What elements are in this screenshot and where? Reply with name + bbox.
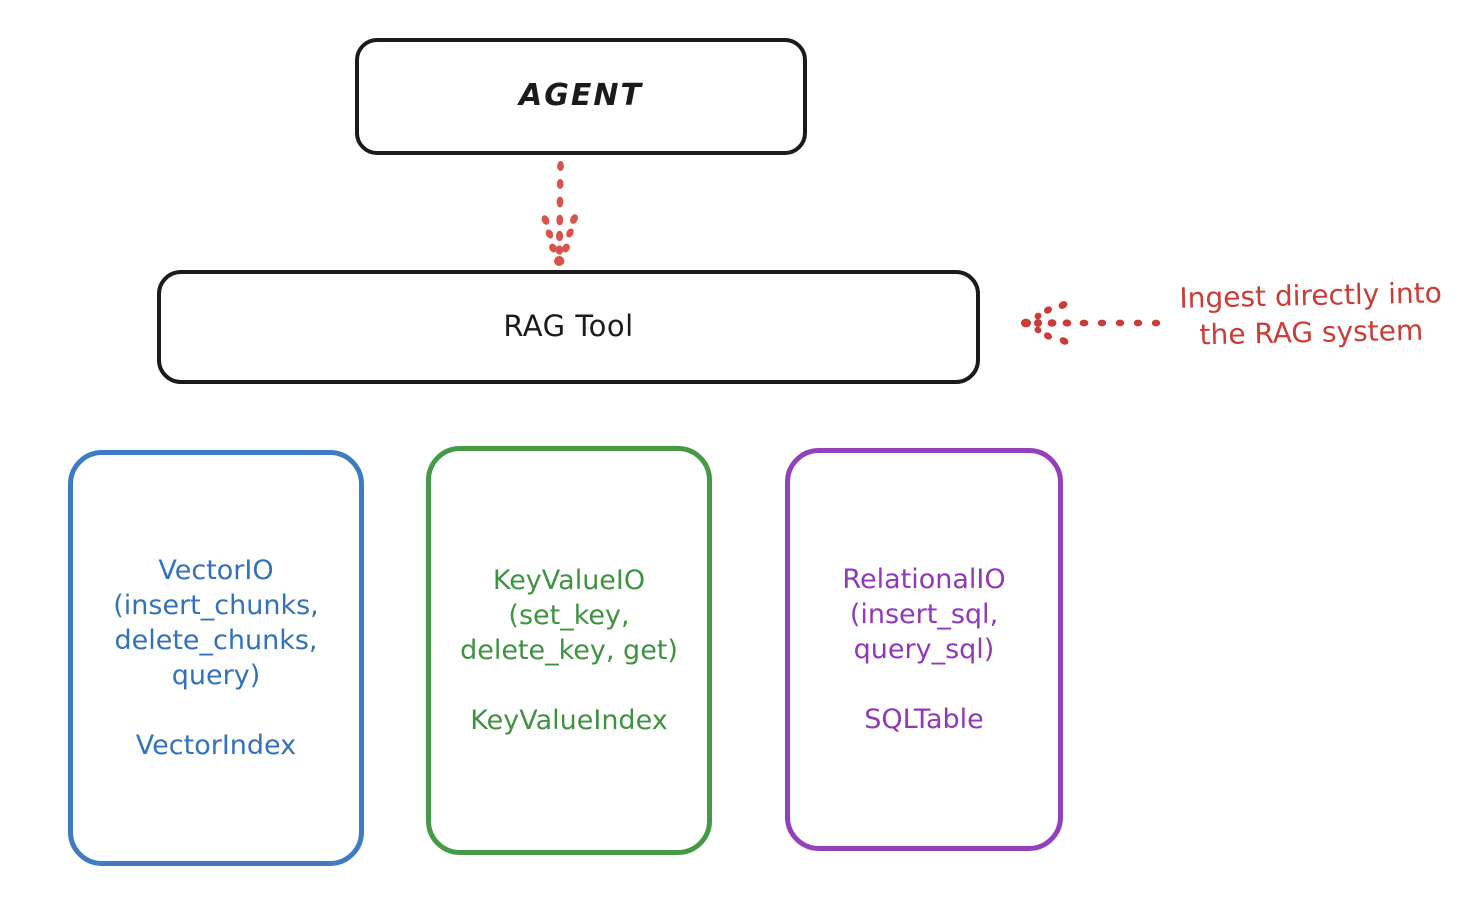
node-vector-io[interactable]: VectorIO (insert_chunks, delete_chunks, … [68, 450, 364, 866]
node-rag-tool-label: RAG Tool [503, 309, 634, 344]
node-agent[interactable]: AGENT [355, 38, 807, 155]
arrow-agent-to-rag-tool [515, 160, 605, 270]
node-vector-io-label: VectorIO (insert_chunks, delete_chunks, … [113, 554, 319, 762]
arrow-ingest-to-rag-tool [1018, 296, 1163, 350]
node-key-value-io-label: KeyValueIO (set_key, delete_key, get) Ke… [460, 564, 678, 737]
node-relational-io-label: RelationalIO (insert_sql, query_sql) SQL… [842, 563, 1006, 736]
node-key-value-io[interactable]: KeyValueIO (set_key, delete_key, get) Ke… [426, 446, 712, 855]
annotation-ingest-directly: Ingest directly into the RAG system [1179, 276, 1443, 352]
node-relational-io[interactable]: RelationalIO (insert_sql, query_sql) SQL… [785, 448, 1063, 851]
node-agent-label: AGENT [519, 78, 643, 114]
node-rag-tool[interactable]: RAG Tool [157, 270, 980, 384]
